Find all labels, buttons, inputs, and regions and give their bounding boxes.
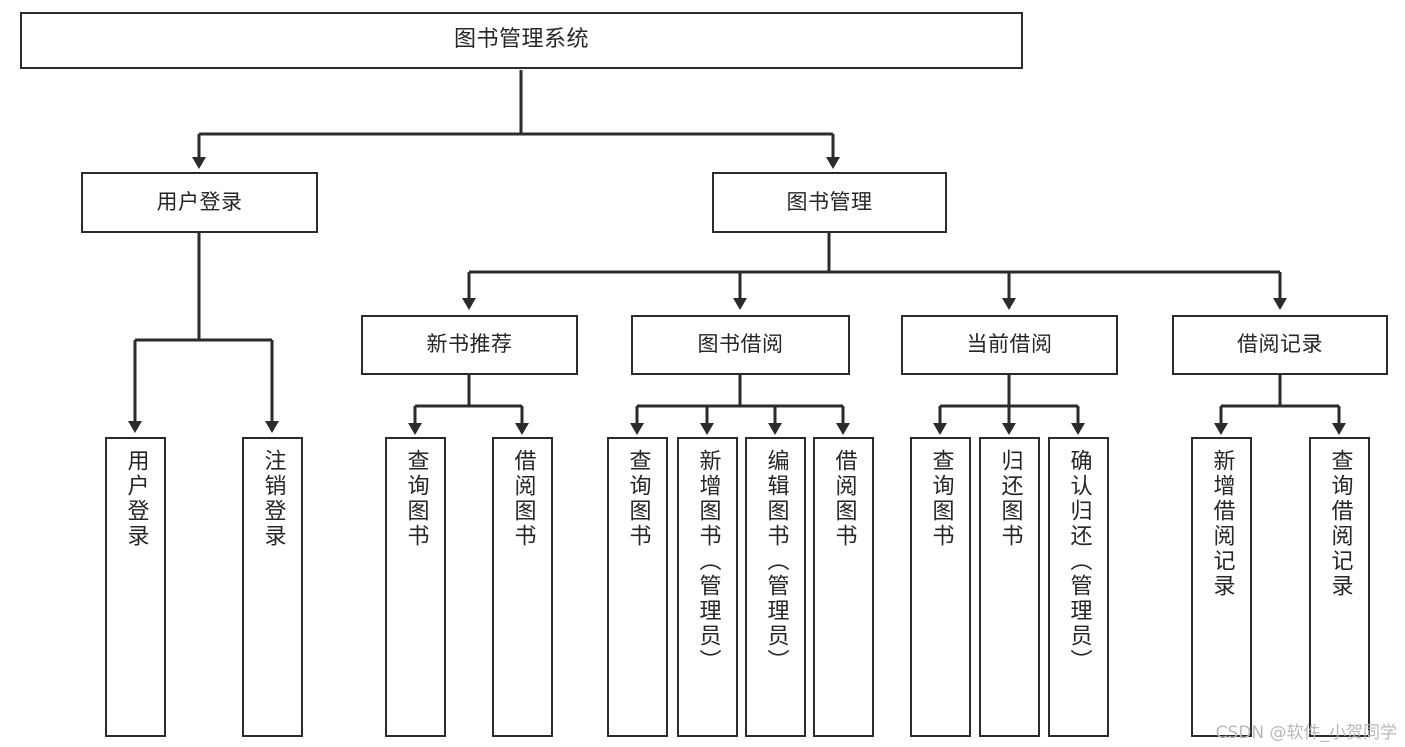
leaf-query-book-1-label: 查询图书: [403, 449, 429, 549]
leaf-borrow-book-1-label: 借阅图书: [510, 449, 536, 549]
leaf-logout-label: 注销登录: [260, 449, 286, 549]
node-new-book-rec-label: 新书推荐: [426, 332, 513, 357]
leaf-add-record-label: 新增借阅记录: [1209, 449, 1235, 599]
node-new-book-rec[interactable]: 新书推荐: [361, 315, 578, 375]
leaf-query-book-2-label: 查询图书: [625, 449, 651, 549]
leaf-add-book-label: 新增图书（管理员）: [695, 449, 721, 674]
node-borrow-record-label: 借阅记录: [1237, 332, 1323, 357]
leaf-return-book-label: 归还图书: [997, 449, 1023, 549]
leaf-logout[interactable]: 注销登录: [242, 437, 303, 737]
leaf-query-book-3[interactable]: 查询图书: [910, 437, 971, 737]
node-book-borrow-label: 图书借阅: [697, 332, 784, 357]
leaf-edit-book[interactable]: 编辑图书（管理员）: [745, 437, 806, 737]
leaf-borrow-book-2-label: 借阅图书: [831, 449, 857, 549]
node-root-label: 图书管理系统: [453, 27, 589, 53]
leaf-user-login-label: 用户登录: [123, 449, 149, 549]
leaf-query-book-3-label: 查询图书: [928, 449, 954, 549]
leaf-query-record[interactable]: 查询借阅记录: [1309, 437, 1370, 737]
leaf-query-book-1[interactable]: 查询图书: [385, 437, 446, 737]
leaf-borrow-book-2[interactable]: 借阅图书: [813, 437, 874, 737]
node-user-login-label: 用户登录: [156, 189, 243, 214]
csdn-watermark: CSDN @软件_小贺同学: [1215, 723, 1397, 743]
leaf-borrow-book-1[interactable]: 借阅图书: [492, 437, 553, 737]
node-user-login[interactable]: 用户登录: [81, 172, 318, 233]
leaf-user-login[interactable]: 用户登录: [105, 437, 166, 737]
node-book-borrow[interactable]: 图书借阅: [631, 315, 850, 375]
node-book-manage-label: 图书管理: [786, 189, 873, 214]
leaf-edit-book-label: 编辑图书（管理员）: [763, 449, 789, 674]
leaf-return-book[interactable]: 归还图书: [979, 437, 1040, 737]
node-current-borrow-label: 当前借阅: [966, 332, 1053, 357]
leaf-add-record[interactable]: 新增借阅记录: [1191, 437, 1252, 737]
node-current-borrow[interactable]: 当前借阅: [901, 315, 1118, 375]
leaf-confirm-return-label: 确认归还（管理员）: [1066, 449, 1092, 674]
leaf-query-record-label: 查询借阅记录: [1327, 449, 1353, 599]
node-book-manage[interactable]: 图书管理: [712, 172, 947, 233]
node-borrow-record[interactable]: 借阅记录: [1172, 315, 1388, 375]
leaf-confirm-return[interactable]: 确认归还（管理员）: [1048, 437, 1109, 737]
leaf-add-book[interactable]: 新增图书（管理员）: [677, 437, 738, 737]
node-root[interactable]: 图书管理系统: [20, 12, 1023, 69]
leaf-query-book-2[interactable]: 查询图书: [607, 437, 668, 737]
